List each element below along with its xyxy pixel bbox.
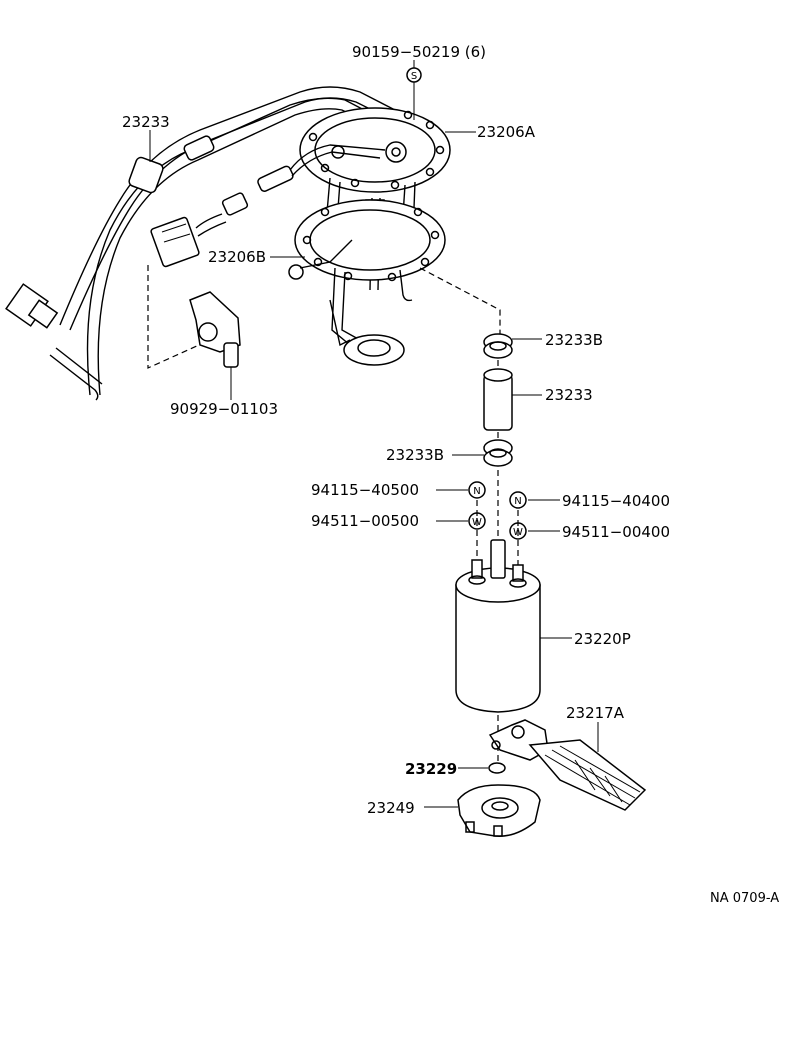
nut-symbol-right: N <box>509 491 527 509</box>
wire-connector <box>150 213 227 268</box>
clamp-90929-part <box>189 291 241 400</box>
bracket-23206a-part <box>289 107 451 193</box>
label-23206a: 23206A <box>477 123 536 141</box>
label-94115-40400: 94115−40400 <box>562 492 670 510</box>
label-23233-mid: 23233 <box>545 386 593 404</box>
label-23249: 23249 <box>367 799 415 817</box>
fuel-tube-assembly <box>5 86 396 401</box>
label-90159-50219: 90159−50219 (6) <box>352 43 486 61</box>
svg-text:W: W <box>472 517 482 528</box>
fuel-filter-23217a-part <box>488 719 647 811</box>
cushion-23249-part <box>457 784 541 837</box>
label-23206b: 23206B <box>208 248 266 266</box>
bracket-23206b-part <box>288 199 446 366</box>
label-23233b-low: 23233B <box>386 446 444 464</box>
svg-text:W: W <box>513 527 523 538</box>
fuel-pump-23220p-part <box>455 539 541 713</box>
nut-symbol-left: N <box>468 481 486 499</box>
label-94511-00400: 94511−00400 <box>562 523 670 541</box>
label-23233-top: 23233 <box>122 113 170 131</box>
svg-text:N: N <box>514 496 521 507</box>
hose-23233-part <box>483 368 513 431</box>
svg-text:N: N <box>473 486 480 497</box>
label-94115-40500: 94115−40500 <box>311 481 419 499</box>
label-23220p: 23220P <box>574 630 631 648</box>
clamp-23233b-top-part <box>483 333 513 359</box>
washer-symbol-right: W <box>509 522 527 540</box>
label-94511-00500: 94511−00500 <box>311 512 419 530</box>
label-23233b-top: 23233B <box>545 331 603 349</box>
washer-symbol-left: W <box>468 512 486 530</box>
svg-text:S: S <box>411 71 417 82</box>
cushion-23229-part <box>488 762 506 774</box>
diagram-reference-code: NA 0709-A <box>710 891 779 906</box>
label-23229: 23229 <box>405 760 457 778</box>
leader-lines <box>149 60 599 808</box>
label-23217a: 23217A <box>566 704 625 722</box>
clamp-23233b-low-part <box>483 439 513 467</box>
label-90929-01103: 90929−01103 <box>170 400 278 418</box>
bolt-symbol: S <box>406 67 422 83</box>
